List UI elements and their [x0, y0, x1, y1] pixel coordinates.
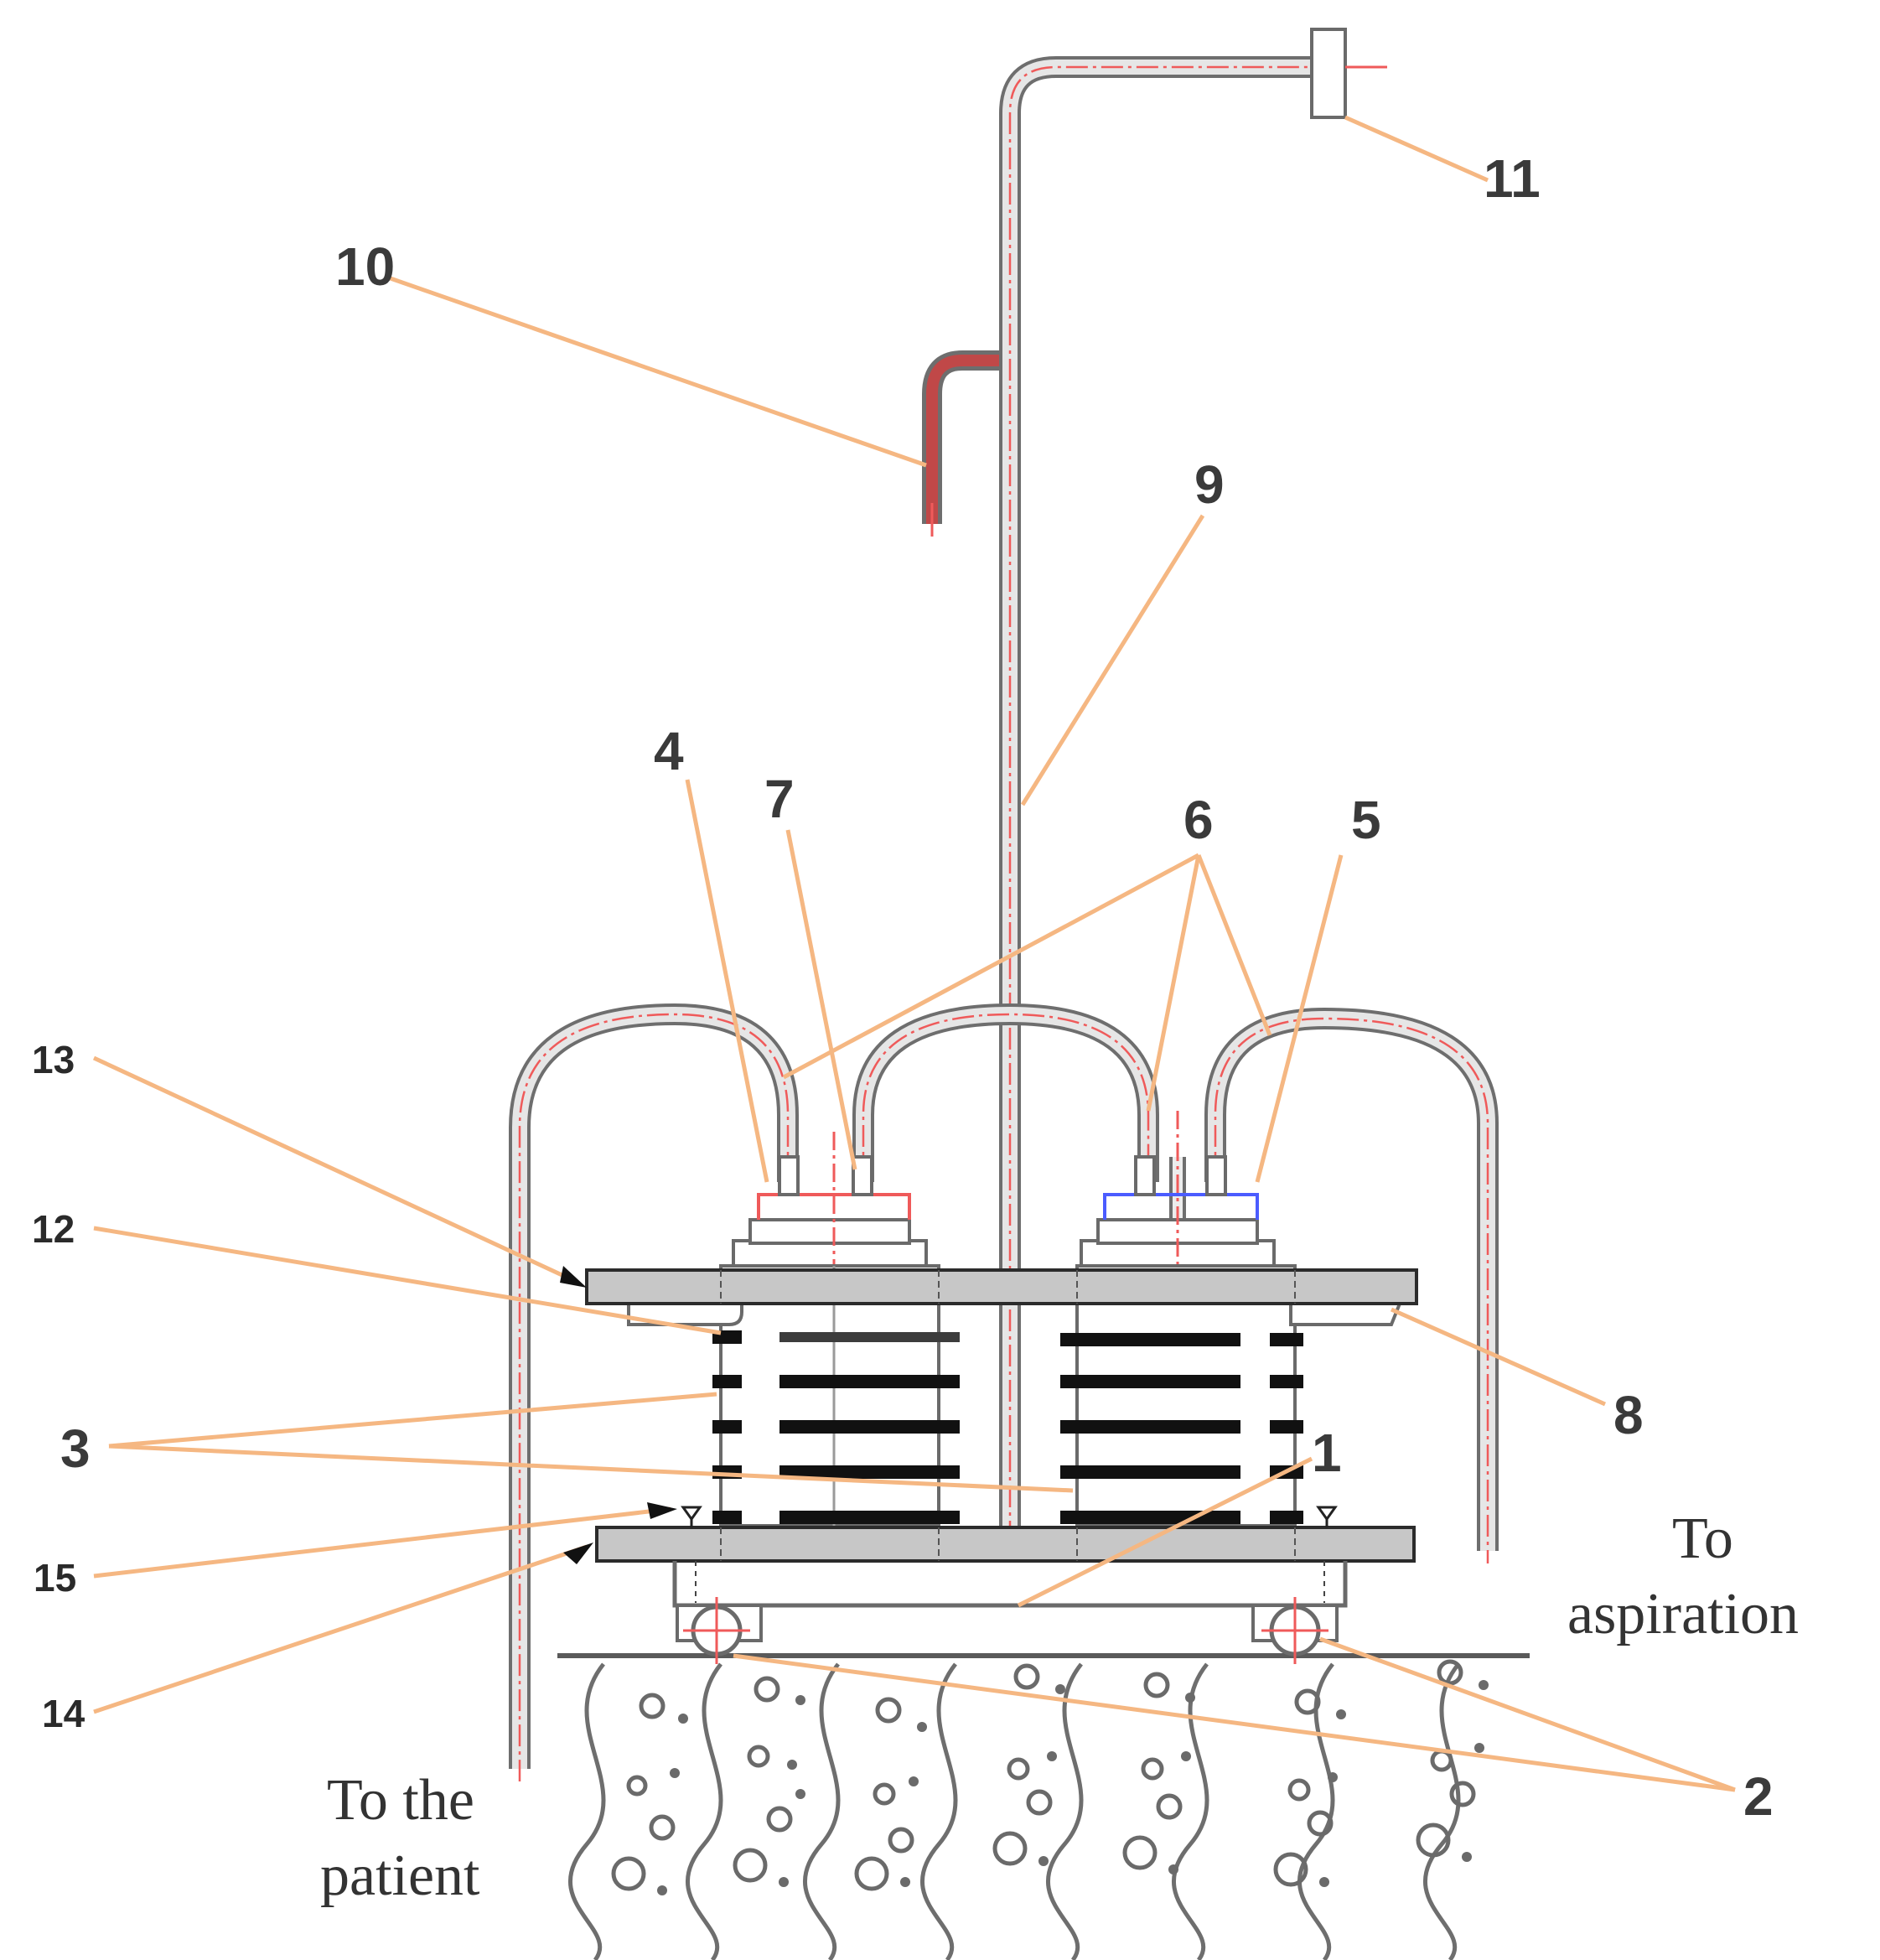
- soil-wave: [1297, 1662, 1335, 1960]
- leader-7: [785, 829, 857, 1170]
- leader-6b: [1146, 854, 1201, 1112]
- soil: [557, 1653, 1530, 1960]
- soil-wave: [919, 1662, 958, 1960]
- label-11: 11: [1484, 148, 1541, 209]
- patient-caption-line1: To the: [327, 1768, 474, 1833]
- connecting-tube: [852, 1003, 1159, 1182]
- leader-13: [92, 1055, 580, 1285]
- leader-2a: [733, 1653, 1736, 1792]
- leader-3a: [108, 1392, 717, 1449]
- plate-dividers: [720, 1270, 1296, 1561]
- soil-wave: [802, 1662, 841, 1960]
- soil-wave: [1422, 1662, 1461, 1960]
- bracket-right: [1289, 1302, 1402, 1326]
- label-15: 15: [34, 1556, 76, 1600]
- aspiration-caption-line1: To: [1672, 1506, 1733, 1571]
- leader-12: [93, 1226, 722, 1335]
- label-13: 13: [32, 1038, 75, 1081]
- leader-14: [93, 1544, 588, 1714]
- leader-4: [685, 779, 769, 1183]
- left-jar-cap: [732, 1132, 928, 1274]
- aspiration-tube: [1204, 1007, 1499, 1563]
- leader-5: [1255, 854, 1344, 1183]
- base-frame: [672, 1561, 1348, 1608]
- leader-3b: [108, 1444, 1074, 1493]
- label-6: 6: [1183, 790, 1214, 850]
- leader-arrowheads: [560, 1266, 677, 1564]
- wheel-right: [1251, 1597, 1339, 1664]
- label-7: 7: [764, 769, 795, 829]
- label-2: 2: [1743, 1766, 1774, 1827]
- leader-15: [93, 1506, 671, 1579]
- main-tube: [999, 56, 1383, 1543]
- patient-tube: [509, 1003, 799, 1781]
- bottom-plate: [595, 1526, 1416, 1563]
- leader-2b: [1319, 1636, 1736, 1792]
- right-jar-cap: [1080, 1111, 1276, 1274]
- leader-9: [1020, 514, 1205, 806]
- soil-wave: [1045, 1662, 1084, 1960]
- label-12: 12: [32, 1207, 75, 1251]
- bracket-left: [627, 1302, 743, 1326]
- label-10: 10: [335, 236, 395, 297]
- aspiration-caption-line2: aspiration: [1567, 1582, 1799, 1646]
- part-labels: 1 2 3 4 5 6 7 8 9 10 11 12 13 14 15: [32, 148, 1774, 1827]
- patient-caption-line2: patient: [320, 1843, 480, 1908]
- soil-wave: [567, 1662, 606, 1960]
- side-branch-tube: [922, 350, 999, 537]
- label-1: 1: [1312, 1423, 1342, 1483]
- right-jar: [1075, 1264, 1297, 1527]
- label-5: 5: [1351, 790, 1381, 850]
- leader-6a: [782, 853, 1200, 1080]
- soil-bubbles: [611, 1659, 1489, 1895]
- leader-6c: [1196, 854, 1272, 1036]
- leader-11: [1344, 115, 1489, 183]
- label-14: 14: [42, 1692, 85, 1735]
- leader-lines: [92, 115, 1736, 1792]
- top-plate: [585, 1268, 1418, 1305]
- tubes: [509, 56, 1499, 1781]
- leader-1: [1017, 1456, 1313, 1608]
- wheel-left: [676, 1597, 763, 1664]
- label-8: 8: [1613, 1385, 1644, 1445]
- leader-10: [385, 274, 927, 468]
- label-3: 3: [60, 1418, 91, 1479]
- leader-8: [1390, 1307, 1607, 1407]
- soil-wave: [685, 1662, 723, 1960]
- label-9: 9: [1194, 454, 1225, 515]
- connector: [1310, 28, 1347, 119]
- screws: [681, 1506, 1338, 1527]
- captions: To aspiration To the patient: [320, 1506, 1799, 1908]
- heating-coils: [712, 1330, 1303, 1524]
- label-4: 4: [654, 721, 684, 781]
